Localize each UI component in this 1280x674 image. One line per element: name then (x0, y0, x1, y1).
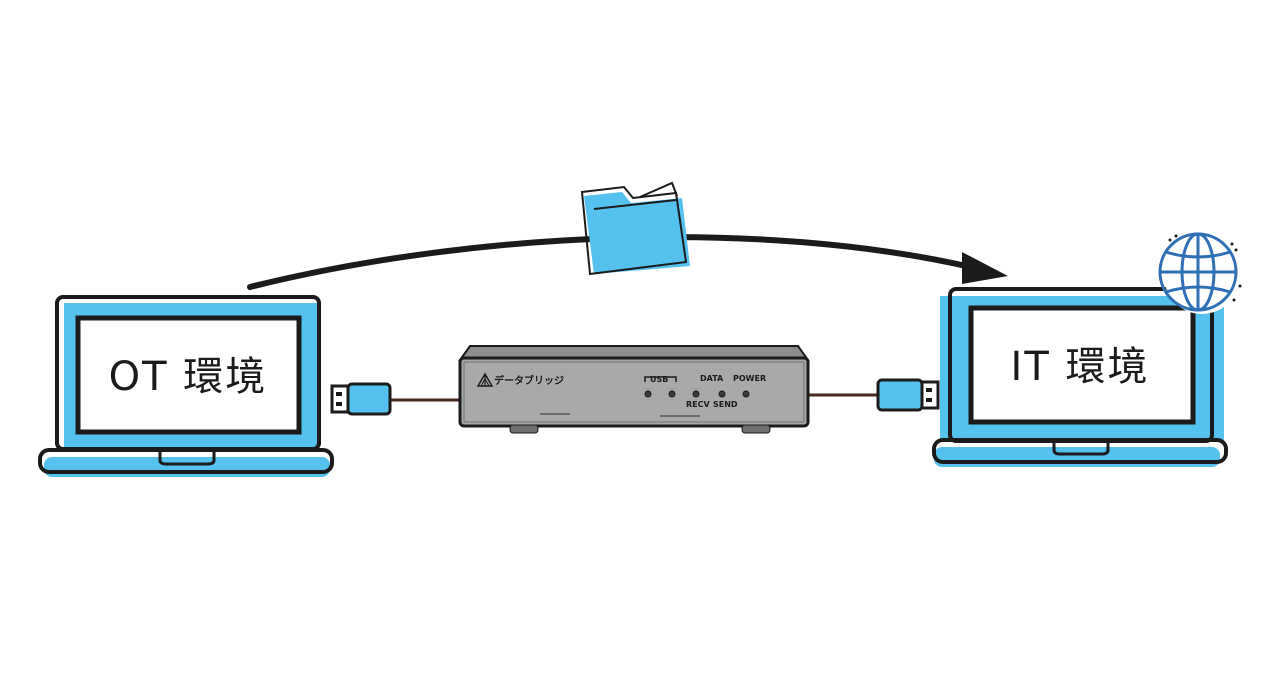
it-laptop: IT 環境 (932, 287, 1228, 467)
usb-plug-icon-right (876, 378, 940, 412)
send-led (718, 390, 726, 398)
it-environment-label: IT 環境 (1011, 344, 1150, 390)
cables (386, 393, 882, 402)
data-bridge-device: データブリッジ USB DATA POWER RECV SEND (458, 345, 810, 434)
folder-icon (580, 181, 690, 276)
usb-led-label: USB (650, 375, 668, 384)
brand-logo-icon (476, 372, 494, 387)
usb-plug-icon (330, 382, 392, 416)
power-led-label: POWER (733, 374, 766, 383)
usb-led-2 (668, 390, 676, 398)
ot-environment-label: OT 環境 (109, 354, 268, 400)
power-led (742, 390, 750, 398)
recv-led-label: RECV (686, 400, 710, 409)
device-brand-label: データブリッジ (494, 374, 564, 387)
ot-laptop: OT 環境 (38, 295, 334, 477)
globe-icon (1158, 232, 1242, 316)
data-led-label: DATA (700, 374, 724, 383)
recv-led (692, 390, 700, 398)
usb-led-1 (644, 390, 652, 398)
send-led-label: SEND (713, 400, 738, 409)
